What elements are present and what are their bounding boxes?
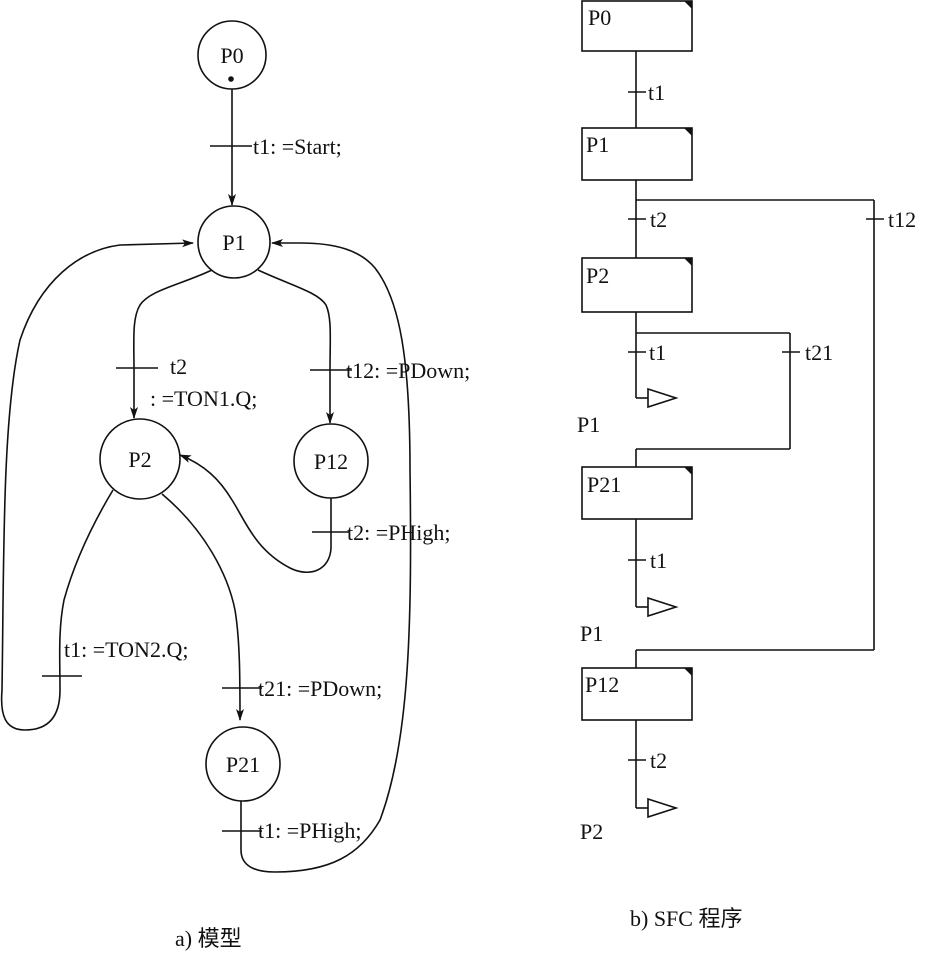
place-p1-label: P1	[222, 230, 245, 255]
sfc-transition-t21-label: t21	[805, 340, 833, 365]
place-p0-label: P0	[220, 43, 243, 68]
arc-p12-p2	[179, 454, 332, 573]
step-p2	[581, 257, 693, 313]
transition-label-t1-phigh: t1: =PHigh;	[258, 818, 361, 843]
step-p1-label: P1	[586, 132, 609, 157]
place-p2-label: P2	[128, 447, 151, 472]
step-p2-label: P2	[586, 263, 609, 288]
jump-3-label: P2	[580, 819, 603, 844]
step-p1	[581, 127, 693, 181]
transition-label-t2-phigh: t2: =PHigh;	[347, 520, 450, 545]
step-p2-corner	[684, 258, 692, 266]
caption-model: a) 模型	[175, 926, 242, 951]
transition-label-t1-ton2: t1: =TON2.Q;	[64, 637, 188, 662]
arc-p2-p21	[161, 493, 244, 721]
step-p0-label: P0	[588, 5, 611, 30]
place-p12-label: P12	[314, 449, 348, 474]
place-p21-label: P21	[226, 752, 260, 777]
sfc-transition-t1-a-label: t1	[648, 80, 665, 105]
arc-p1-p2	[130, 269, 213, 419]
step-p12-corner	[684, 668, 692, 676]
jump-1-label: P1	[577, 412, 600, 437]
arc-p2-p1	[0, 239, 194, 731]
sfc-transition-t1-c-label: t1	[650, 548, 667, 573]
step-p1-corner	[684, 128, 692, 136]
jump-1-arrow	[647, 387, 679, 409]
step-p21-label: P21	[587, 472, 621, 497]
jump-2-label: P1	[580, 621, 603, 646]
jump-2-arrow	[647, 596, 679, 618]
step-p12-label: P12	[585, 672, 619, 697]
arc-p21-p1	[240, 239, 412, 873]
step-p12	[581, 667, 693, 721]
sfc-transition-t1-b-label: t1	[649, 340, 666, 365]
transition-label-t12: t12: =PDown;	[346, 358, 470, 383]
model-diagram: P0 t1: =Start; P1 t2 : =TON1.Q; t12: =PD…	[0, 20, 470, 873]
jump-3-arrow	[647, 797, 679, 819]
token-dot	[228, 76, 234, 82]
step-p0-corner	[684, 1, 692, 9]
sfc-diagram: P0 t1 P1 t2 t12 P2 t1 t21 P1	[577, 0, 916, 844]
sfc-transition-t12-label: t12	[888, 207, 916, 232]
place-p21	[205, 726, 281, 802]
transition-label-t2-name: t2	[170, 354, 187, 379]
step-p21-corner	[684, 467, 692, 475]
step-p0	[581, 0, 693, 52]
transition-label-t21: t21: =PDown;	[258, 676, 382, 701]
caption-sfc: b) SFC 程序	[630, 906, 742, 931]
arc-p1-p12	[257, 269, 334, 424]
place-p1	[197, 205, 271, 279]
step-p21	[581, 466, 693, 520]
sfc-transition-t2-b-label: t2	[650, 748, 667, 773]
sfc-transition-t2-a-label: t2	[650, 207, 667, 232]
transition-label-start: t1: =Start;	[253, 134, 342, 159]
transition-label-t2-cond: : =TON1.Q;	[150, 386, 257, 411]
